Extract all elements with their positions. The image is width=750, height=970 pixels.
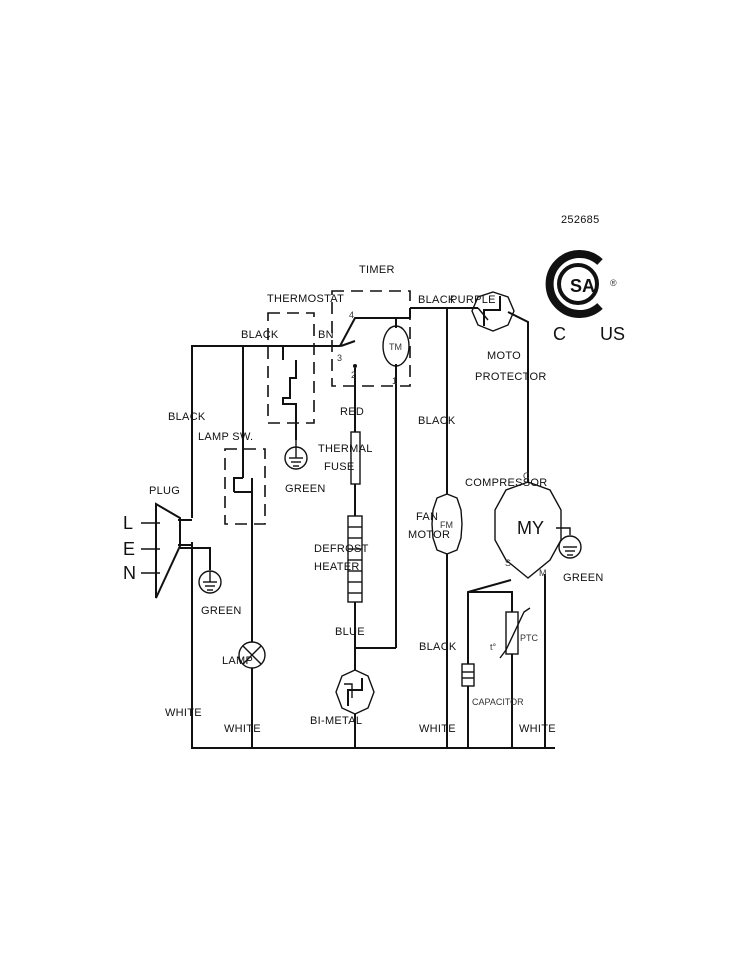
moto-protector-label-line2: PROTECTOR — [475, 371, 547, 383]
ptc-temp-symbol: t° — [490, 642, 497, 652]
fan-motor-label-line1: FAN — [416, 511, 438, 523]
compressor-motor — [494, 481, 562, 579]
plug-symbol — [141, 502, 211, 599]
black-wire-label-timer-out: BLACK — [418, 294, 456, 306]
compressor-label: COMPRESSOR — [465, 477, 547, 489]
lamp-label: LAMP — [222, 655, 253, 667]
compressor-motor-symbol-label: MY — [517, 518, 544, 538]
compressor-ground-label: GREEN — [563, 572, 604, 584]
moto-protector-label-line1: MOTO — [487, 350, 521, 362]
plug-n-label: N — [123, 563, 136, 583]
white-wire-label-left: WHITE — [165, 707, 202, 719]
defrost-heater-label-line2: HEATER — [314, 561, 360, 573]
compressor-terminal-s: S — [505, 558, 511, 568]
timer-motor — [382, 325, 410, 367]
lamp-bulb — [238, 641, 266, 669]
timer-terminal-4-label: 4 — [349, 310, 354, 320]
thermostat-enclosure — [267, 312, 315, 424]
wires — [191, 307, 555, 749]
timer-terminal-2 — [353, 364, 357, 368]
bi-metal-switch — [335, 669, 375, 715]
compressor-terminal-c: C — [523, 471, 530, 481]
csa-mark: SA — [570, 276, 595, 296]
compressor-terminal-m: M — [539, 568, 547, 578]
plug-label: PLUG — [149, 485, 180, 497]
timer-label: TIMER — [359, 264, 395, 276]
capacitor — [461, 663, 475, 687]
red-wire-label: RED — [340, 406, 364, 418]
black-wire-label-top: BLACK — [241, 329, 279, 341]
lamp-switch-label: LAMP SW. — [198, 431, 253, 443]
plug-ground-icon — [198, 570, 222, 594]
timer-enclosure — [331, 290, 411, 387]
timer-terminal-1-label: 1 — [392, 376, 397, 386]
thermal-fuse — [350, 431, 361, 485]
black-wire-label-left: BLACK — [168, 411, 206, 423]
csa-registered-mark: ® — [610, 278, 617, 288]
ptc-thermistor — [499, 607, 531, 659]
purple-wire-label: PURPLE — [450, 294, 496, 306]
moto-protector — [471, 291, 515, 332]
certification-number: 252685 — [561, 214, 600, 226]
white-wire-label-fan: WHITE — [419, 723, 456, 735]
csa-logo — [545, 250, 603, 318]
defrost-heater — [347, 515, 363, 603]
lamp-switch-contact — [233, 477, 253, 494]
timer-motor-label: TM — [389, 342, 402, 352]
timer-terminal-3-label: 3 — [337, 353, 342, 363]
white-wire-label-lamp: WHITE — [224, 723, 261, 735]
plug-l-label: L — [123, 513, 133, 533]
bi-metal-label: BI-METAL — [310, 715, 362, 727]
defrost-heater-label-line1: DEFROST — [314, 543, 369, 555]
thermal-fuse-label-line1: THERMAL — [318, 443, 373, 455]
thermostat-label: THERMOSTAT — [267, 293, 344, 305]
ptc-label: PTC — [520, 633, 539, 643]
fan-motor-symbol-label: FM — [440, 520, 453, 530]
blue-wire-label: BLUE — [335, 626, 365, 638]
csa-c-label: C — [553, 324, 566, 344]
black-wire-label-fan-lower: BLACK — [419, 641, 457, 653]
lamp-switch-enclosure — [224, 448, 266, 525]
fan-motor — [431, 493, 463, 555]
fan-motor-label-line2: MOTOR — [408, 529, 450, 541]
thermostat-ground-icon — [284, 440, 308, 470]
plug-ground-label: GREEN — [201, 605, 242, 617]
timer-terminal-2-label: 2 — [351, 370, 356, 380]
bn-label: BN — [318, 329, 334, 341]
thermal-fuse-label-line2: FUSE — [324, 461, 355, 473]
capacitor-label: CAPACITOR — [472, 697, 524, 707]
plug-e-label: E — [123, 539, 135, 559]
white-wire-label-compressor: WHITE — [519, 723, 556, 735]
black-wire-label-fan-upper: BLACK — [418, 415, 456, 427]
csa-us-label: US — [600, 324, 625, 344]
thermostat-ground-label: GREEN — [285, 483, 326, 495]
